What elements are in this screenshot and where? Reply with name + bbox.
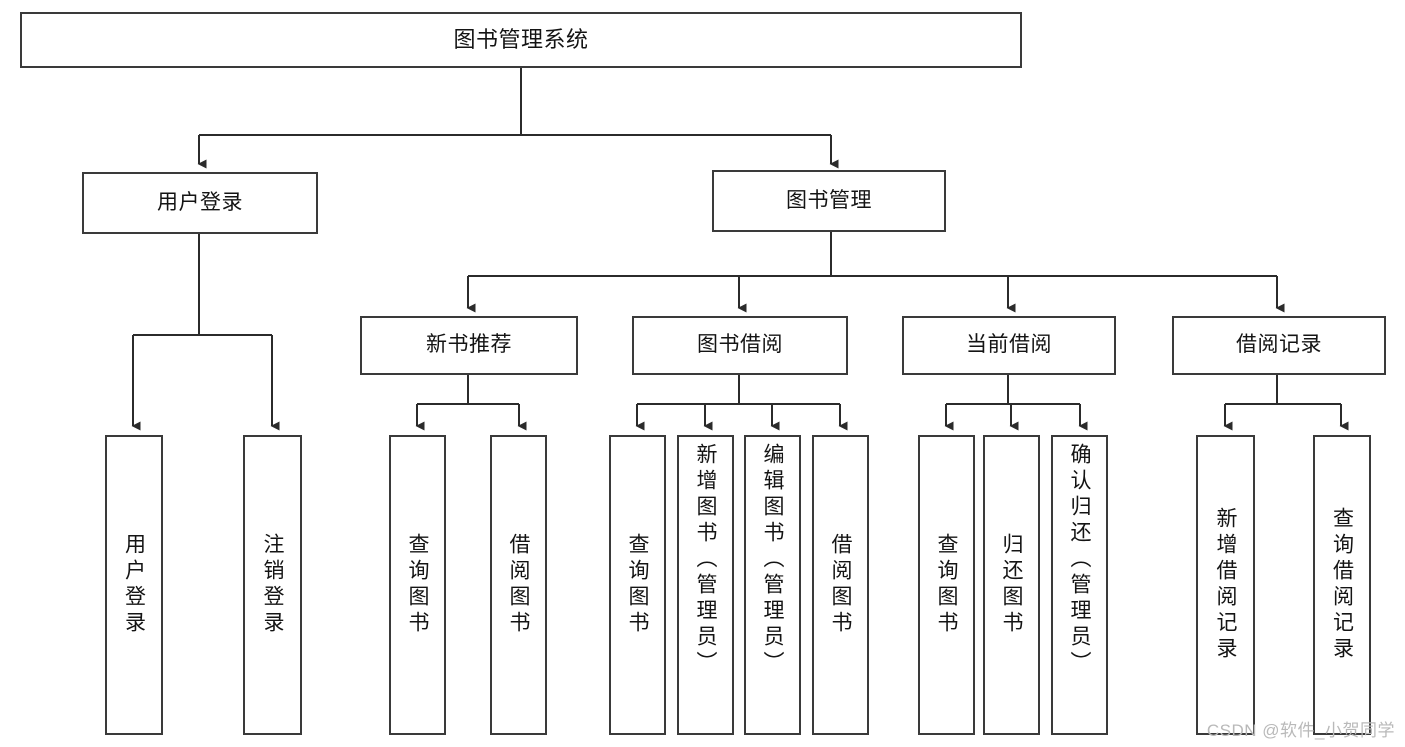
leaf-user-login-login[interactable]: 用户登录 [105, 435, 163, 735]
leaf-book-borrow-add-book-admin[interactable]: 新增图书（管理员） [677, 435, 734, 735]
watermark-text: CSDN @软件_小贺同学 [1206, 721, 1395, 740]
node-user-login[interactable]: 用户登录 [82, 172, 318, 234]
node-label: 查询图书 [626, 533, 649, 637]
node-label: 当前借阅 [966, 333, 1052, 357]
node-label: 新书推荐 [426, 333, 512, 357]
node-new-book-recommend[interactable]: 新书推荐 [360, 316, 578, 375]
node-label: 用户登录 [122, 533, 146, 637]
node-label: 查询借阅记录 [1330, 507, 1354, 663]
node-label: 归还图书 [1000, 533, 1023, 637]
node-label: 图书管理系统 [453, 27, 589, 53]
node-book-management[interactable]: 图书管理 [712, 170, 946, 232]
node-label: 借阅图书 [507, 533, 530, 637]
node-label: 查询图书 [406, 533, 429, 637]
node-label: 新增图书（管理员） [694, 443, 717, 677]
leaf-book-borrow-edit-book-admin[interactable]: 编辑图书（管理员） [744, 435, 801, 735]
node-label: 用户登录 [157, 190, 243, 214]
leaf-borrow-record-query-record[interactable]: 查询借阅记录 [1313, 435, 1371, 735]
node-label: 图书管理 [786, 188, 872, 212]
node-label: 注销登录 [261, 533, 284, 637]
node-label: 查询图书 [935, 533, 958, 637]
leaf-new-book-query-book[interactable]: 查询图书 [389, 435, 446, 735]
node-current-borrow[interactable]: 当前借阅 [902, 316, 1116, 375]
leaf-user-login-logout[interactable]: 注销登录 [243, 435, 302, 735]
node-label: 图书借阅 [697, 333, 783, 357]
leaf-new-book-borrow-book[interactable]: 借阅图书 [490, 435, 547, 735]
node-label: 确认归还（管理员） [1068, 443, 1091, 677]
node-label: 借阅记录 [1236, 333, 1322, 357]
leaf-borrow-record-add-record[interactable]: 新增借阅记录 [1196, 435, 1255, 735]
leaf-current-borrow-confirm-return-admin[interactable]: 确认归还（管理员） [1051, 435, 1108, 735]
leaf-book-borrow-borrow-book[interactable]: 借阅图书 [812, 435, 869, 735]
node-root-book-management-system[interactable]: 图书管理系统 [20, 12, 1022, 68]
node-label: 借阅图书 [829, 533, 852, 637]
node-label: 新增借阅记录 [1214, 507, 1237, 663]
leaf-current-borrow-query-book[interactable]: 查询图书 [918, 435, 975, 735]
node-book-borrow[interactable]: 图书借阅 [632, 316, 848, 375]
node-label: 编辑图书（管理员） [761, 443, 784, 677]
node-borrow-record[interactable]: 借阅记录 [1172, 316, 1386, 375]
leaf-book-borrow-query-book[interactable]: 查询图书 [609, 435, 666, 735]
leaf-current-borrow-return-book[interactable]: 归还图书 [983, 435, 1040, 735]
